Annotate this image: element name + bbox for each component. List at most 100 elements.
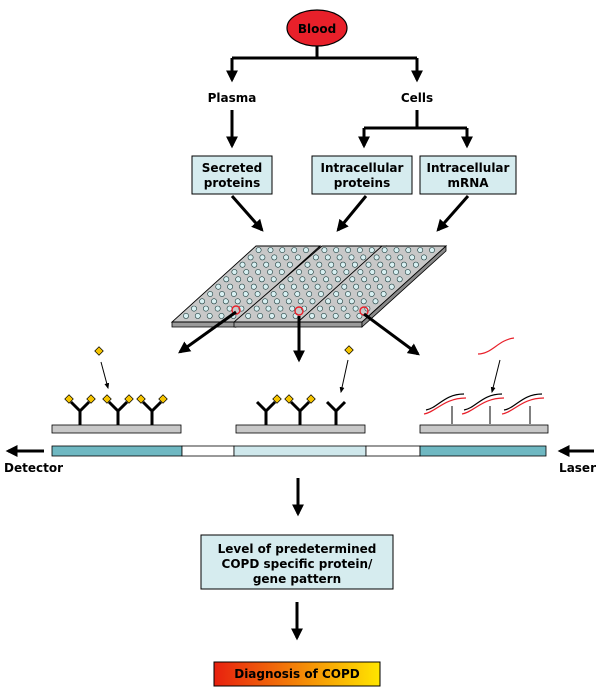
array-spot (312, 254, 319, 261)
array-spot (263, 261, 270, 268)
array-spot (393, 247, 400, 253)
array-spot (277, 305, 284, 312)
array-spot (348, 298, 355, 305)
array-spot (245, 312, 252, 319)
array-spot (262, 283, 269, 290)
array-spot (409, 254, 415, 261)
antigen-icon (64, 394, 74, 404)
binding-arrow (339, 359, 349, 394)
array-spot (356, 291, 363, 297)
array-spot (393, 269, 399, 275)
array-spot (243, 269, 250, 275)
svg-text:COPD specific protein/: COPD specific protein/ (222, 557, 374, 571)
array-spot (279, 283, 285, 290)
array-spot (376, 283, 383, 290)
antibody-icon (284, 394, 316, 425)
array-spot (351, 261, 358, 268)
array-spot (282, 291, 289, 297)
array-spot (280, 312, 287, 319)
array-spot (385, 254, 392, 261)
array-spot (311, 276, 318, 283)
assay-intracellular-proteins (235, 345, 366, 434)
antigen-icon (272, 394, 282, 404)
assay-plate (235, 424, 366, 434)
diagnosis-label: Diagnosis of COPD (234, 667, 360, 681)
array-spot (271, 254, 278, 261)
antibody-icon (325, 400, 347, 425)
blood-split-arrows (226, 46, 423, 83)
array-spot (297, 298, 304, 305)
array-spot (207, 291, 214, 297)
array-spot (247, 276, 253, 283)
array-spot (368, 247, 375, 253)
array-spot (291, 247, 298, 253)
array-spot (328, 305, 335, 312)
antigen-icon (306, 394, 316, 404)
antibody-icon (102, 394, 134, 425)
array-spot (286, 261, 293, 268)
array-spot (396, 276, 403, 283)
array-spot (211, 298, 217, 305)
assay-intracellular-mrna (419, 337, 549, 434)
array-spot (289, 305, 296, 312)
antibody-icon (255, 394, 282, 425)
array-spot (202, 305, 209, 312)
array-spot (239, 283, 245, 290)
svg-text:gene pattern: gene pattern (253, 572, 341, 586)
array-spot (344, 312, 351, 319)
array-spot (253, 305, 260, 312)
array-spot (365, 283, 371, 290)
array-spot (325, 298, 331, 305)
diagnosis-box: Diagnosis of COPD (213, 661, 381, 687)
array-spot (278, 269, 285, 275)
array-spot (259, 254, 266, 261)
array-spot (302, 283, 309, 290)
array-spot (352, 305, 359, 312)
array-spot (199, 298, 205, 305)
detection-strip (51, 445, 547, 457)
array-spot (287, 276, 294, 283)
array-spot (219, 291, 225, 297)
array-spot (303, 247, 309, 253)
array-spot (320, 312, 327, 319)
array-spot (332, 312, 339, 319)
array-spot (353, 283, 359, 290)
array-spot (194, 312, 201, 319)
free-mrna-strand (477, 337, 515, 355)
antibody-icon (136, 394, 168, 425)
array-spot (250, 283, 257, 290)
array-spot (321, 247, 328, 253)
array-spot (369, 269, 376, 275)
antigen-icon (86, 394, 96, 404)
slide-edge (233, 321, 299, 328)
array-spot (314, 283, 321, 290)
antigen-icon (158, 394, 168, 404)
array-spot (290, 283, 297, 290)
array-spot (206, 312, 213, 319)
array-spot (239, 261, 246, 268)
array-spot (299, 276, 306, 283)
array-spot (334, 276, 341, 283)
svg-text:proteins: proteins (334, 176, 390, 190)
blood-label: Blood (298, 22, 336, 36)
binding-arrow (490, 359, 501, 394)
array-spot (333, 247, 340, 253)
array-spot (296, 269, 302, 275)
array-spot (331, 269, 338, 275)
array-spot (285, 298, 292, 305)
array-spot (214, 305, 221, 312)
assay-plate (51, 424, 182, 434)
probe-icon (461, 393, 505, 424)
array-spot (357, 269, 364, 275)
array-spot (307, 269, 314, 275)
array-spot (234, 298, 241, 305)
array-spot (381, 269, 387, 275)
array-spot (336, 254, 343, 261)
svg-text:mRNA: mRNA (447, 176, 489, 190)
array-spot (318, 291, 324, 297)
array-spot (360, 254, 367, 261)
result-box: Level of predetermined COPD specific pro… (200, 534, 394, 590)
blood-node: Blood (286, 9, 348, 47)
array-spot (255, 269, 261, 275)
array-spot (230, 291, 237, 297)
